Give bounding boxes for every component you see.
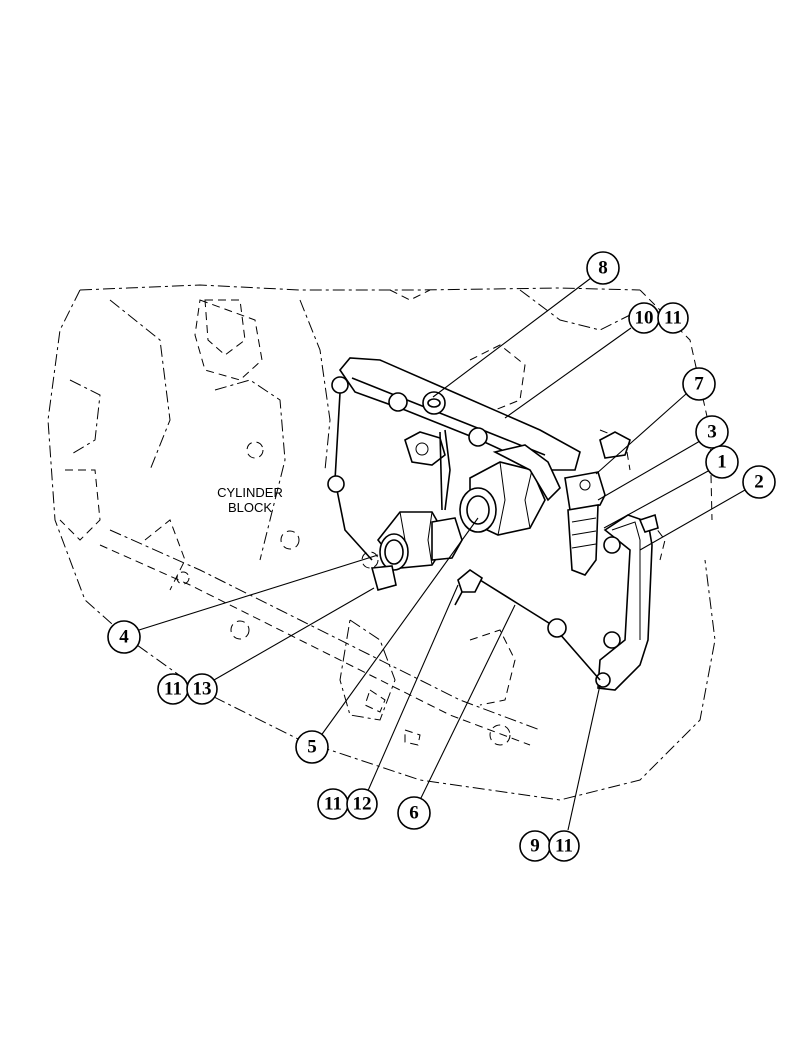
lower-tube (471, 574, 601, 681)
fitting-left (370, 511, 463, 591)
svg-text:7: 7 (694, 374, 704, 395)
lower-clamp (547, 618, 567, 638)
callout-9-11: 9 11 (519, 830, 580, 862)
callout-7: 7 (682, 367, 716, 401)
svg-text:10: 10 (635, 308, 654, 329)
svg-text:3: 3 (707, 422, 717, 443)
svg-text:11: 11 (664, 308, 682, 329)
svg-text:1: 1 (717, 452, 727, 473)
injector (564, 431, 631, 576)
svg-text:12: 12 (353, 794, 372, 815)
bracket (595, 513, 659, 691)
block-label: BLOCK (228, 500, 272, 515)
svg-text:11: 11 (555, 836, 573, 857)
callout-10-11: 10 11 (628, 302, 689, 334)
callout-4: 4 (107, 620, 141, 654)
callout-11-13: 11 13 (157, 673, 218, 705)
svg-text:8: 8 (598, 258, 608, 279)
callout-11-12: 11 12 (317, 788, 378, 820)
bolt-lower-center (454, 569, 484, 606)
callout-8: 8 (586, 251, 620, 285)
callout-1: 1 (705, 445, 739, 479)
svg-text:2: 2 (754, 472, 764, 493)
leader-lines (138, 277, 746, 831)
left-tube (334, 392, 373, 561)
callout-3: 3 (695, 415, 729, 449)
svg-text:11: 11 (164, 679, 182, 700)
cylinder-block (47, 284, 716, 801)
fitting-center (459, 444, 561, 536)
callout-2: 2 (742, 465, 776, 499)
svg-text:5: 5 (307, 737, 317, 758)
left-clamp (327, 475, 345, 493)
callout-6: 6 (397, 796, 431, 830)
svg-text:4: 4 (119, 627, 129, 648)
cylinder-label: CYLINDER (217, 485, 283, 500)
svg-text:9: 9 (530, 836, 540, 857)
svg-text:11: 11 (324, 794, 342, 815)
svg-text:13: 13 (193, 679, 212, 700)
svg-text:6: 6 (409, 803, 419, 824)
callout-5: 5 (295, 730, 329, 764)
